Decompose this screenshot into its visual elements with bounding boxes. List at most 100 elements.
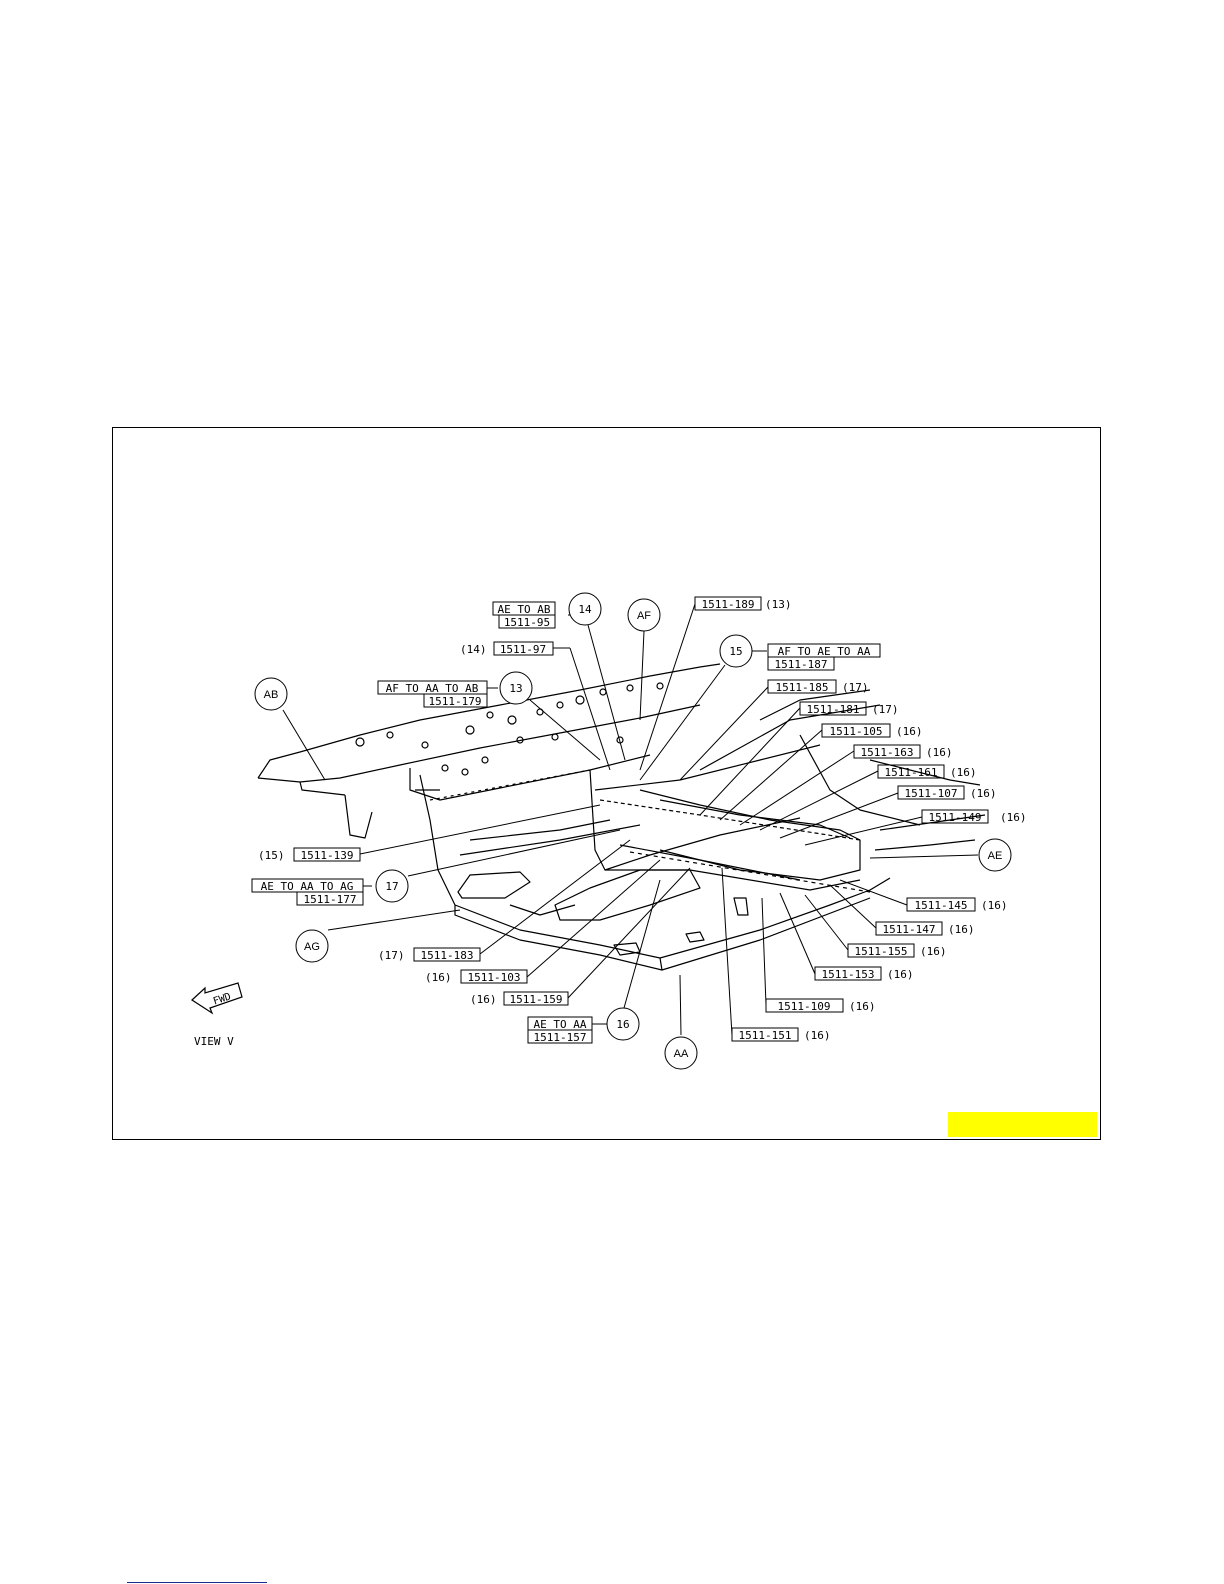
highlight-bar: [948, 1112, 1097, 1137]
callout-1511-163: 1511-163 (16): [853, 744, 953, 759]
callout-1511-163-ref: (16): [926, 746, 953, 759]
callout-1511-105: 1511-105 (16): [821, 723, 923, 738]
callout-1511-183-ref: (17): [378, 949, 405, 962]
callout-1511-185: 1511-185 (17): [767, 679, 869, 694]
assembly-aa-text: AA: [674, 1048, 689, 1060]
callout-1511-185-ref: (17): [842, 681, 869, 694]
group-15: 15 AF TO AE TO AA 1511-187: [719, 634, 881, 671]
callout-1511-147-ref: (16): [948, 923, 975, 936]
callout-1511-97: 1511-97 (14): [460, 641, 554, 656]
callout-1511-139-code: 1511-139: [301, 849, 354, 862]
callout-1511-181: 1511-181 (17): [799, 701, 899, 716]
callout-1511-103: 1511-103 (16): [425, 969, 528, 984]
group-14-line1: AE TO AB: [498, 603, 551, 616]
figure-frame: [112, 427, 1101, 1140]
callout-1511-161-ref: (16): [950, 766, 977, 779]
callout-1511-185-code: 1511-185: [776, 681, 829, 694]
callout-1511-97-ref: (14): [460, 643, 487, 656]
group-15-line2: 1511-187: [775, 658, 828, 671]
assembly-ag: AG: [295, 929, 329, 963]
callout-1511-151-code: 1511-151: [739, 1029, 792, 1042]
callout-1511-155: 1511-155 (16): [847, 943, 947, 958]
callout-1511-183-code: 1511-183: [421, 949, 474, 962]
callout-1511-97-code: 1511-97: [500, 643, 546, 656]
callout-1511-109-code: 1511-109: [778, 1000, 831, 1013]
group-13-line1: AF TO AA TO AB: [386, 682, 479, 695]
callout-1511-147-code: 1511-147: [883, 923, 936, 936]
group-13-line2: 1511-179: [429, 695, 482, 708]
group-17-line2: 1511-177: [304, 893, 357, 906]
callout-1511-155-code: 1511-155: [855, 945, 908, 958]
callout-1511-189-code: 1511-189: [702, 598, 755, 611]
callout-1511-161-code: 1511-161: [885, 766, 938, 779]
structure-linework: [257, 663, 986, 971]
view-label: VIEW V: [194, 1035, 234, 1048]
callout-1511-161: 1511-161 (16): [877, 764, 977, 779]
callout-1511-151: 1511-151 (16): [731, 1027, 831, 1042]
fwd-label: FWD: [212, 991, 233, 1007]
callout-1511-103-ref: (16): [425, 971, 452, 984]
callout-1511-103-code: 1511-103: [468, 971, 521, 984]
callout-1511-155-ref: (16): [920, 945, 947, 958]
callout-1511-159: 1511-159 (16): [470, 991, 569, 1006]
group-17-number: 17: [385, 880, 398, 893]
callout-1511-159-code: 1511-159: [510, 993, 563, 1006]
assembly-ab-text: AB: [264, 689, 279, 701]
group-16-line2: 1511-157: [534, 1031, 587, 1044]
callout-1511-181-ref: (17): [872, 703, 899, 716]
callout-1511-149: 1511-149 (16): [921, 809, 1027, 824]
assembly-ag-text: AG: [304, 941, 320, 953]
assembly-ae: AE: [978, 838, 1012, 872]
callout-1511-107: 1511-107 (16): [897, 785, 997, 800]
callout-1511-105-code: 1511-105: [830, 725, 883, 738]
group-14-line2: 1511-95: [504, 616, 550, 629]
callout-1511-145-code: 1511-145: [915, 899, 968, 912]
callout-1511-153: 1511-153 (16): [814, 966, 914, 981]
group-17: 17 AE TO AA TO AG 1511-177: [251, 869, 409, 906]
group-13: 13 AF TO AA TO AB 1511-179: [377, 671, 533, 708]
leader-lines: [282, 603, 979, 1036]
assembly-af: AF: [627, 598, 661, 632]
group-16-number: 16: [616, 1018, 629, 1031]
part-callouts: 1511-97 (14) 1511-189 (13) 1511-185 (17)…: [258, 596, 1027, 1042]
fwd-arrow: FWD: [191, 982, 243, 1015]
callout-1511-189: 1511-189 (13): [694, 596, 792, 611]
footer-rule: [127, 1582, 267, 1583]
callout-1511-109: 1511-109 (16): [765, 998, 876, 1013]
callout-1511-105-ref: (16): [896, 725, 923, 738]
callout-1511-149-ref: (16): [1000, 811, 1027, 824]
group-17-line1: AE TO AA TO AG: [261, 880, 354, 893]
assembly-af-text: AF: [637, 610, 651, 622]
callout-1511-145: 1511-145 (16): [906, 897, 1008, 912]
assembly-aa: AA: [664, 1036, 698, 1070]
callout-1511-151-ref: (16): [804, 1029, 831, 1042]
callout-1511-139: 1511-139 (15): [258, 847, 361, 862]
callout-1511-153-ref: (16): [887, 968, 914, 981]
group-13-number: 13: [509, 682, 522, 695]
group-14: 14 AE TO AB 1511-95: [492, 592, 602, 629]
assembly-labels: AB AF AE AG AA: [254, 598, 1012, 1070]
group-labels: 13 AF TO AA TO AB 1511-179 14 AE TO AB 1…: [251, 592, 881, 1044]
group-16-line1: AE TO AA: [534, 1018, 587, 1031]
callout-1511-163-code: 1511-163: [861, 746, 914, 759]
callout-1511-149-code: 1511-149: [929, 811, 982, 824]
callout-1511-147: 1511-147 (16): [875, 921, 975, 936]
group-16: 16 AE TO AA 1511-157: [527, 1007, 640, 1044]
callout-1511-189-ref: (13): [765, 598, 792, 611]
assembly-ab: AB: [254, 677, 288, 711]
callout-1511-145-ref: (16): [981, 899, 1008, 912]
callout-1511-181-code: 1511-181: [807, 703, 860, 716]
callout-1511-183: 1511-183 (17): [378, 947, 481, 962]
group-15-line1: AF TO AE TO AA: [778, 645, 871, 658]
group-15-number: 15: [729, 645, 742, 658]
assembly-ae-text: AE: [988, 850, 1003, 862]
group-14-number: 14: [578, 603, 592, 616]
callout-1511-107-code: 1511-107: [905, 787, 958, 800]
callout-1511-153-code: 1511-153: [822, 968, 875, 981]
callout-1511-159-ref: (16): [470, 993, 497, 1006]
callout-1511-107-ref: (16): [970, 787, 997, 800]
callout-1511-109-ref: (16): [849, 1000, 876, 1013]
callout-1511-139-ref: (15): [258, 849, 285, 862]
fwd-arrow-icon: [191, 982, 243, 1015]
